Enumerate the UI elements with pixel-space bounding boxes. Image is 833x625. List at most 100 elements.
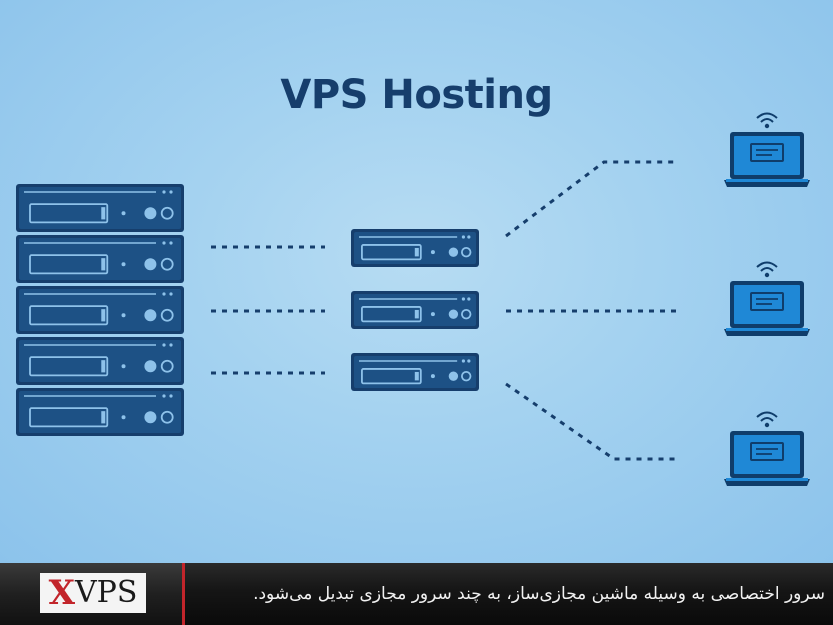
- server-top-dot: [461, 297, 465, 301]
- status-led: [121, 364, 126, 369]
- reset-button: [461, 246, 472, 258]
- status-led: [430, 374, 435, 379]
- wifi-arc: [760, 417, 774, 422]
- laptop-wifi-icon: [724, 411, 810, 486]
- drive-slot-latch: [414, 247, 419, 257]
- wifi-dot: [764, 123, 770, 129]
- server-top-dot: [467, 235, 471, 239]
- server-top-dot: [169, 292, 173, 296]
- wifi-arc: [756, 411, 778, 418]
- drive-slot: [361, 306, 422, 323]
- rack-unit: [16, 337, 184, 385]
- drive-slot-latch: [101, 309, 106, 322]
- rack-unit: [16, 184, 184, 232]
- dashed-link-bottom: [505, 382, 678, 461]
- laptop-hinge: [726, 478, 808, 481]
- server-top-dot: [162, 394, 166, 398]
- reset-button: [160, 257, 174, 271]
- power-button: [144, 258, 157, 271]
- server-top-dot: [467, 359, 471, 363]
- client-laptops: [724, 112, 810, 486]
- wifi-arc: [756, 112, 778, 119]
- laptop-wifi-icon: [724, 261, 810, 336]
- server-top-dot: [461, 235, 465, 239]
- laptop-hinge: [726, 179, 808, 182]
- status-led: [121, 313, 126, 318]
- server-top-dot: [162, 190, 166, 194]
- wifi-arc: [760, 267, 774, 272]
- reset-button: [160, 359, 174, 373]
- server-top-dot: [162, 343, 166, 347]
- server-top-dot: [169, 343, 173, 347]
- drive-slot-latch: [101, 360, 106, 373]
- power-button: [144, 309, 157, 322]
- power-button: [144, 207, 157, 220]
- virtual-server: [351, 353, 479, 391]
- logo-vps: VPS: [74, 575, 138, 610]
- rack-unit: [16, 235, 184, 283]
- rack-unit: [16, 388, 184, 436]
- status-led: [121, 211, 126, 216]
- status-led: [430, 250, 435, 255]
- reset-button: [461, 308, 472, 320]
- status-led: [121, 262, 126, 267]
- rack-unit: [16, 286, 184, 334]
- drive-slot: [29, 356, 109, 377]
- server-face: [19, 289, 181, 331]
- vps-hosting-illustration: VPS Hosting: [0, 0, 833, 563]
- server-face: [19, 391, 181, 433]
- server-top-dot: [461, 359, 465, 363]
- drive-slot: [29, 305, 109, 326]
- screen-window: [750, 292, 784, 311]
- screen-window: [750, 143, 784, 162]
- drive-slot-latch: [414, 309, 419, 319]
- drive-slot-latch: [414, 371, 419, 381]
- server-top-dot: [162, 241, 166, 245]
- power-button: [144, 360, 157, 373]
- drive-slot: [29, 203, 109, 224]
- reset-button: [160, 206, 174, 220]
- physical-server-rack: [16, 184, 184, 436]
- server-top-dot: [169, 190, 173, 194]
- drive-slot: [361, 368, 422, 385]
- drive-slot-latch: [101, 411, 106, 424]
- server-top-dot: [169, 394, 173, 398]
- power-button: [448, 247, 459, 257]
- page-title: VPS Hosting: [280, 72, 553, 118]
- laptop-wifi-icon: [724, 112, 810, 187]
- screen-window: [750, 442, 784, 461]
- logo-x: X: [48, 573, 75, 613]
- drive-slot: [361, 244, 422, 261]
- reset-button: [160, 308, 174, 322]
- virtual-server: [351, 291, 479, 329]
- drive-slot-latch: [101, 258, 106, 271]
- server-top-dot: [162, 292, 166, 296]
- server-face: [19, 340, 181, 382]
- power-button: [144, 411, 157, 424]
- wifi-arc: [760, 118, 774, 123]
- vps-to-client-connections: [505, 160, 678, 461]
- wifi-dot: [764, 422, 770, 428]
- virtual-servers: [351, 229, 479, 391]
- wifi-dot: [764, 272, 770, 278]
- drive-slot: [29, 254, 109, 275]
- vps-diagram: [16, 112, 810, 486]
- status-led: [430, 312, 435, 317]
- power-button: [448, 371, 459, 381]
- reset-button: [461, 370, 472, 382]
- virtual-server: [351, 229, 479, 267]
- drive-slot-latch: [101, 207, 106, 220]
- power-button: [448, 309, 459, 319]
- server-face: [19, 238, 181, 280]
- rack-to-vps-connections: [211, 245, 325, 375]
- reset-button: [160, 410, 174, 424]
- status-led: [121, 415, 126, 420]
- laptop-hinge: [726, 328, 808, 331]
- drive-slot: [29, 407, 109, 428]
- caption-text: سرور اختصاصی به وسیله ماشین مجازی‌ساز، ب…: [253, 584, 825, 604]
- server-top-dot: [467, 297, 471, 301]
